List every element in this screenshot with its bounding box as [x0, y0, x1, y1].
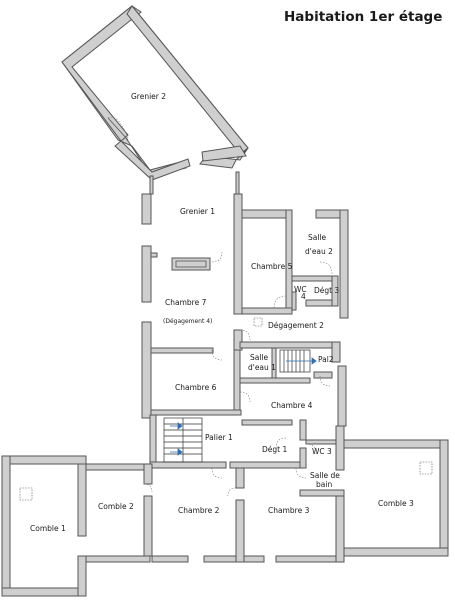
room-label-chambre-7: Chambre 7: [165, 298, 207, 307]
grenier-2-walls: [61, 5, 249, 181]
room-label-salle-eau-2-line2: d'eau 2: [305, 247, 333, 256]
room-label-grenier-2: Grenier 2: [131, 92, 166, 101]
room-label-salle-bain-line2: bain: [316, 480, 332, 489]
room-label-salle-bain-line1: Salle de: [310, 471, 340, 480]
room-label-grenier-1: Grenier 1: [180, 207, 215, 216]
room-label-comble-1: Comble 1: [30, 524, 66, 533]
stair-palier-1: [163, 417, 203, 463]
room-label-salle-eau-2-line1: Salle: [308, 233, 327, 242]
room-label-chambre-2: Chambre 2: [178, 506, 220, 515]
stair-arrow-icon: [311, 357, 317, 365]
room-label-degagement-2: Dégagement 2: [268, 321, 324, 330]
room-label-chambre-3: Chambre 3: [268, 506, 310, 515]
stair-arrow-down-icon: [177, 448, 183, 456]
room-label-comble-3: Comble 3: [378, 499, 414, 508]
room-label-comble-2: Comble 2: [98, 502, 134, 511]
central-walls: [141, 171, 243, 419]
room-label-wc-3: WC 3: [312, 447, 332, 456]
trapdoor-icon: [253, 317, 263, 327]
room-label-chambre-6: Chambre 6: [175, 383, 217, 392]
room-label-degagement-4: (Dégagement 4): [163, 318, 212, 325]
room-label-wc-4-line1: WC: [294, 285, 307, 294]
room-label-chambre-5: Chambre 5: [251, 262, 293, 271]
stair-arrow-up-icon: [177, 422, 183, 430]
bottom-walls: [1, 439, 449, 597]
room-label-degt-1: Dégt 1: [262, 445, 287, 454]
room-label-wc-4-line2: 4: [301, 292, 306, 301]
room-label-salle-eau-1-line1: Salle: [250, 353, 269, 362]
room-label-palier-1: Palier 1: [205, 433, 233, 442]
room-label-degt-3: Dégt 3: [314, 286, 339, 295]
plan-title: Habitation 1er étage: [284, 9, 443, 25]
room-label-salle-eau-1-line2: d'eau 1: [248, 363, 276, 372]
right-block-walls: [241, 209, 349, 319]
room-label-chambre-4: Chambre 4: [271, 401, 313, 410]
trapdoor-comble-3-icon: [419, 461, 433, 475]
stair-pal2: [279, 349, 317, 373]
middle-walls: [239, 341, 347, 427]
room-label-pal-2: Pal2: [318, 355, 334, 364]
trapdoor-comble-1-icon: [19, 487, 33, 501]
